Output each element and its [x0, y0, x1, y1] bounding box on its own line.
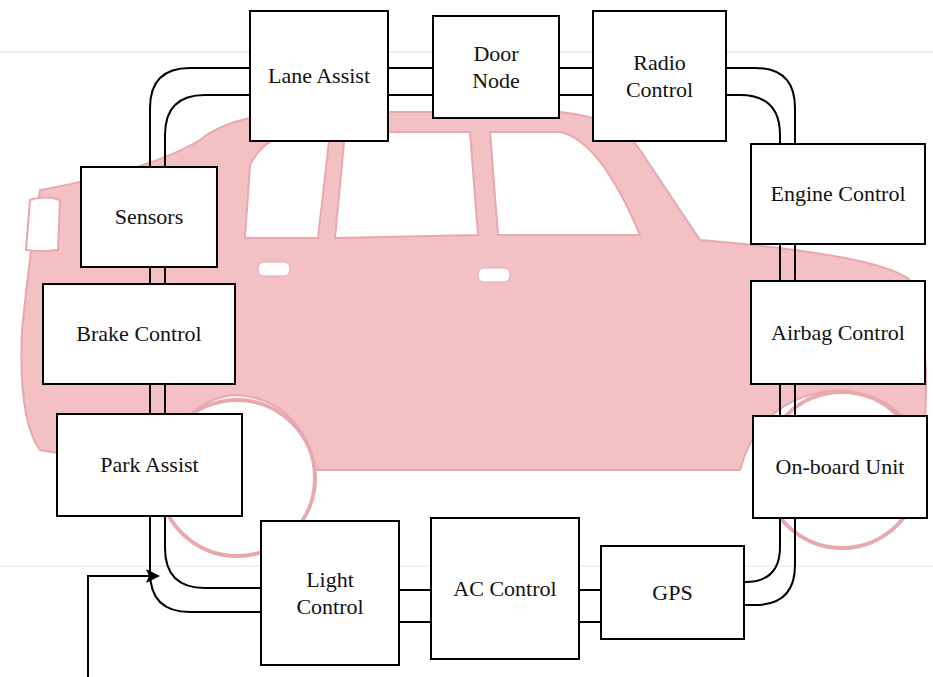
ecu-box: Radio Control [592, 10, 727, 142]
node-label: Sensors [115, 203, 183, 231]
bus-line [164, 385, 166, 413]
bus-line [400, 621, 430, 623]
door-handle [258, 262, 290, 276]
ecu-box: GPS [600, 545, 745, 640]
bus-line [779, 245, 781, 280]
ecu-box: Park Assist [56, 413, 243, 517]
bus-connector [580, 590, 600, 622]
node-label: Radio Control [615, 49, 705, 104]
bus-line [150, 68, 249, 166]
car-window [490, 132, 640, 235]
bus-connector [780, 245, 795, 280]
bus-connector [150, 268, 165, 283]
node-label: Engine Control [770, 180, 905, 208]
bus-line [580, 589, 600, 591]
bus-line [560, 94, 592, 96]
node-label: Light Control [285, 566, 375, 621]
ecu-box: Sensors [80, 166, 218, 268]
bus-line [165, 517, 260, 588]
bus-line [389, 94, 432, 96]
ecu-box: Engine Control [750, 143, 926, 245]
bus-line [794, 385, 796, 415]
bus-line [165, 95, 249, 166]
bus-connector [727, 68, 795, 143]
ecu-box: Light Control [260, 520, 400, 666]
tail-light [26, 198, 60, 252]
bus-connector [150, 517, 260, 612]
node-label: GPS [652, 579, 692, 607]
ecu-box: Lane Assist [249, 10, 389, 142]
ecu-box: Brake Control [42, 283, 236, 385]
car-window [335, 132, 478, 238]
bus-line [149, 268, 151, 283]
bus-connector [389, 68, 432, 95]
node-label: Park Assist [100, 451, 198, 479]
bus-line [560, 67, 592, 69]
bus-connector [780, 385, 795, 415]
node-label: Door Node [461, 40, 531, 95]
ecu-box: On-board Unit [752, 415, 928, 519]
node-label: Brake Control [76, 320, 201, 348]
bus-line [779, 385, 781, 415]
bus-line [727, 95, 780, 143]
bus-line [389, 67, 432, 69]
bus-connector [560, 68, 592, 95]
bus-line [400, 589, 430, 591]
door-handle [478, 268, 510, 282]
bus-line [164, 268, 166, 283]
leader-arrow [88, 576, 150, 677]
bus-line [149, 385, 151, 413]
ecu-box: Door Node [432, 15, 560, 119]
bus-connector [150, 385, 165, 413]
bus-line [580, 621, 600, 623]
bus-line [794, 245, 796, 280]
bus-connector [150, 68, 249, 166]
bus-connector [400, 590, 430, 622]
car-window [245, 132, 330, 238]
bus-connector [745, 519, 795, 605]
bus-line [745, 519, 780, 582]
arrow-head [146, 569, 160, 583]
bus-line [150, 517, 260, 612]
bus-line [745, 519, 795, 605]
node-label: Airbag Control [771, 319, 905, 347]
ecu-box: Airbag Control [750, 280, 926, 385]
node-label: AC Control [453, 575, 556, 603]
node-label: On-board Unit [776, 453, 905, 481]
ecu-box: AC Control [430, 517, 580, 660]
node-label: Lane Assist [268, 62, 370, 90]
bus-line [727, 68, 795, 143]
